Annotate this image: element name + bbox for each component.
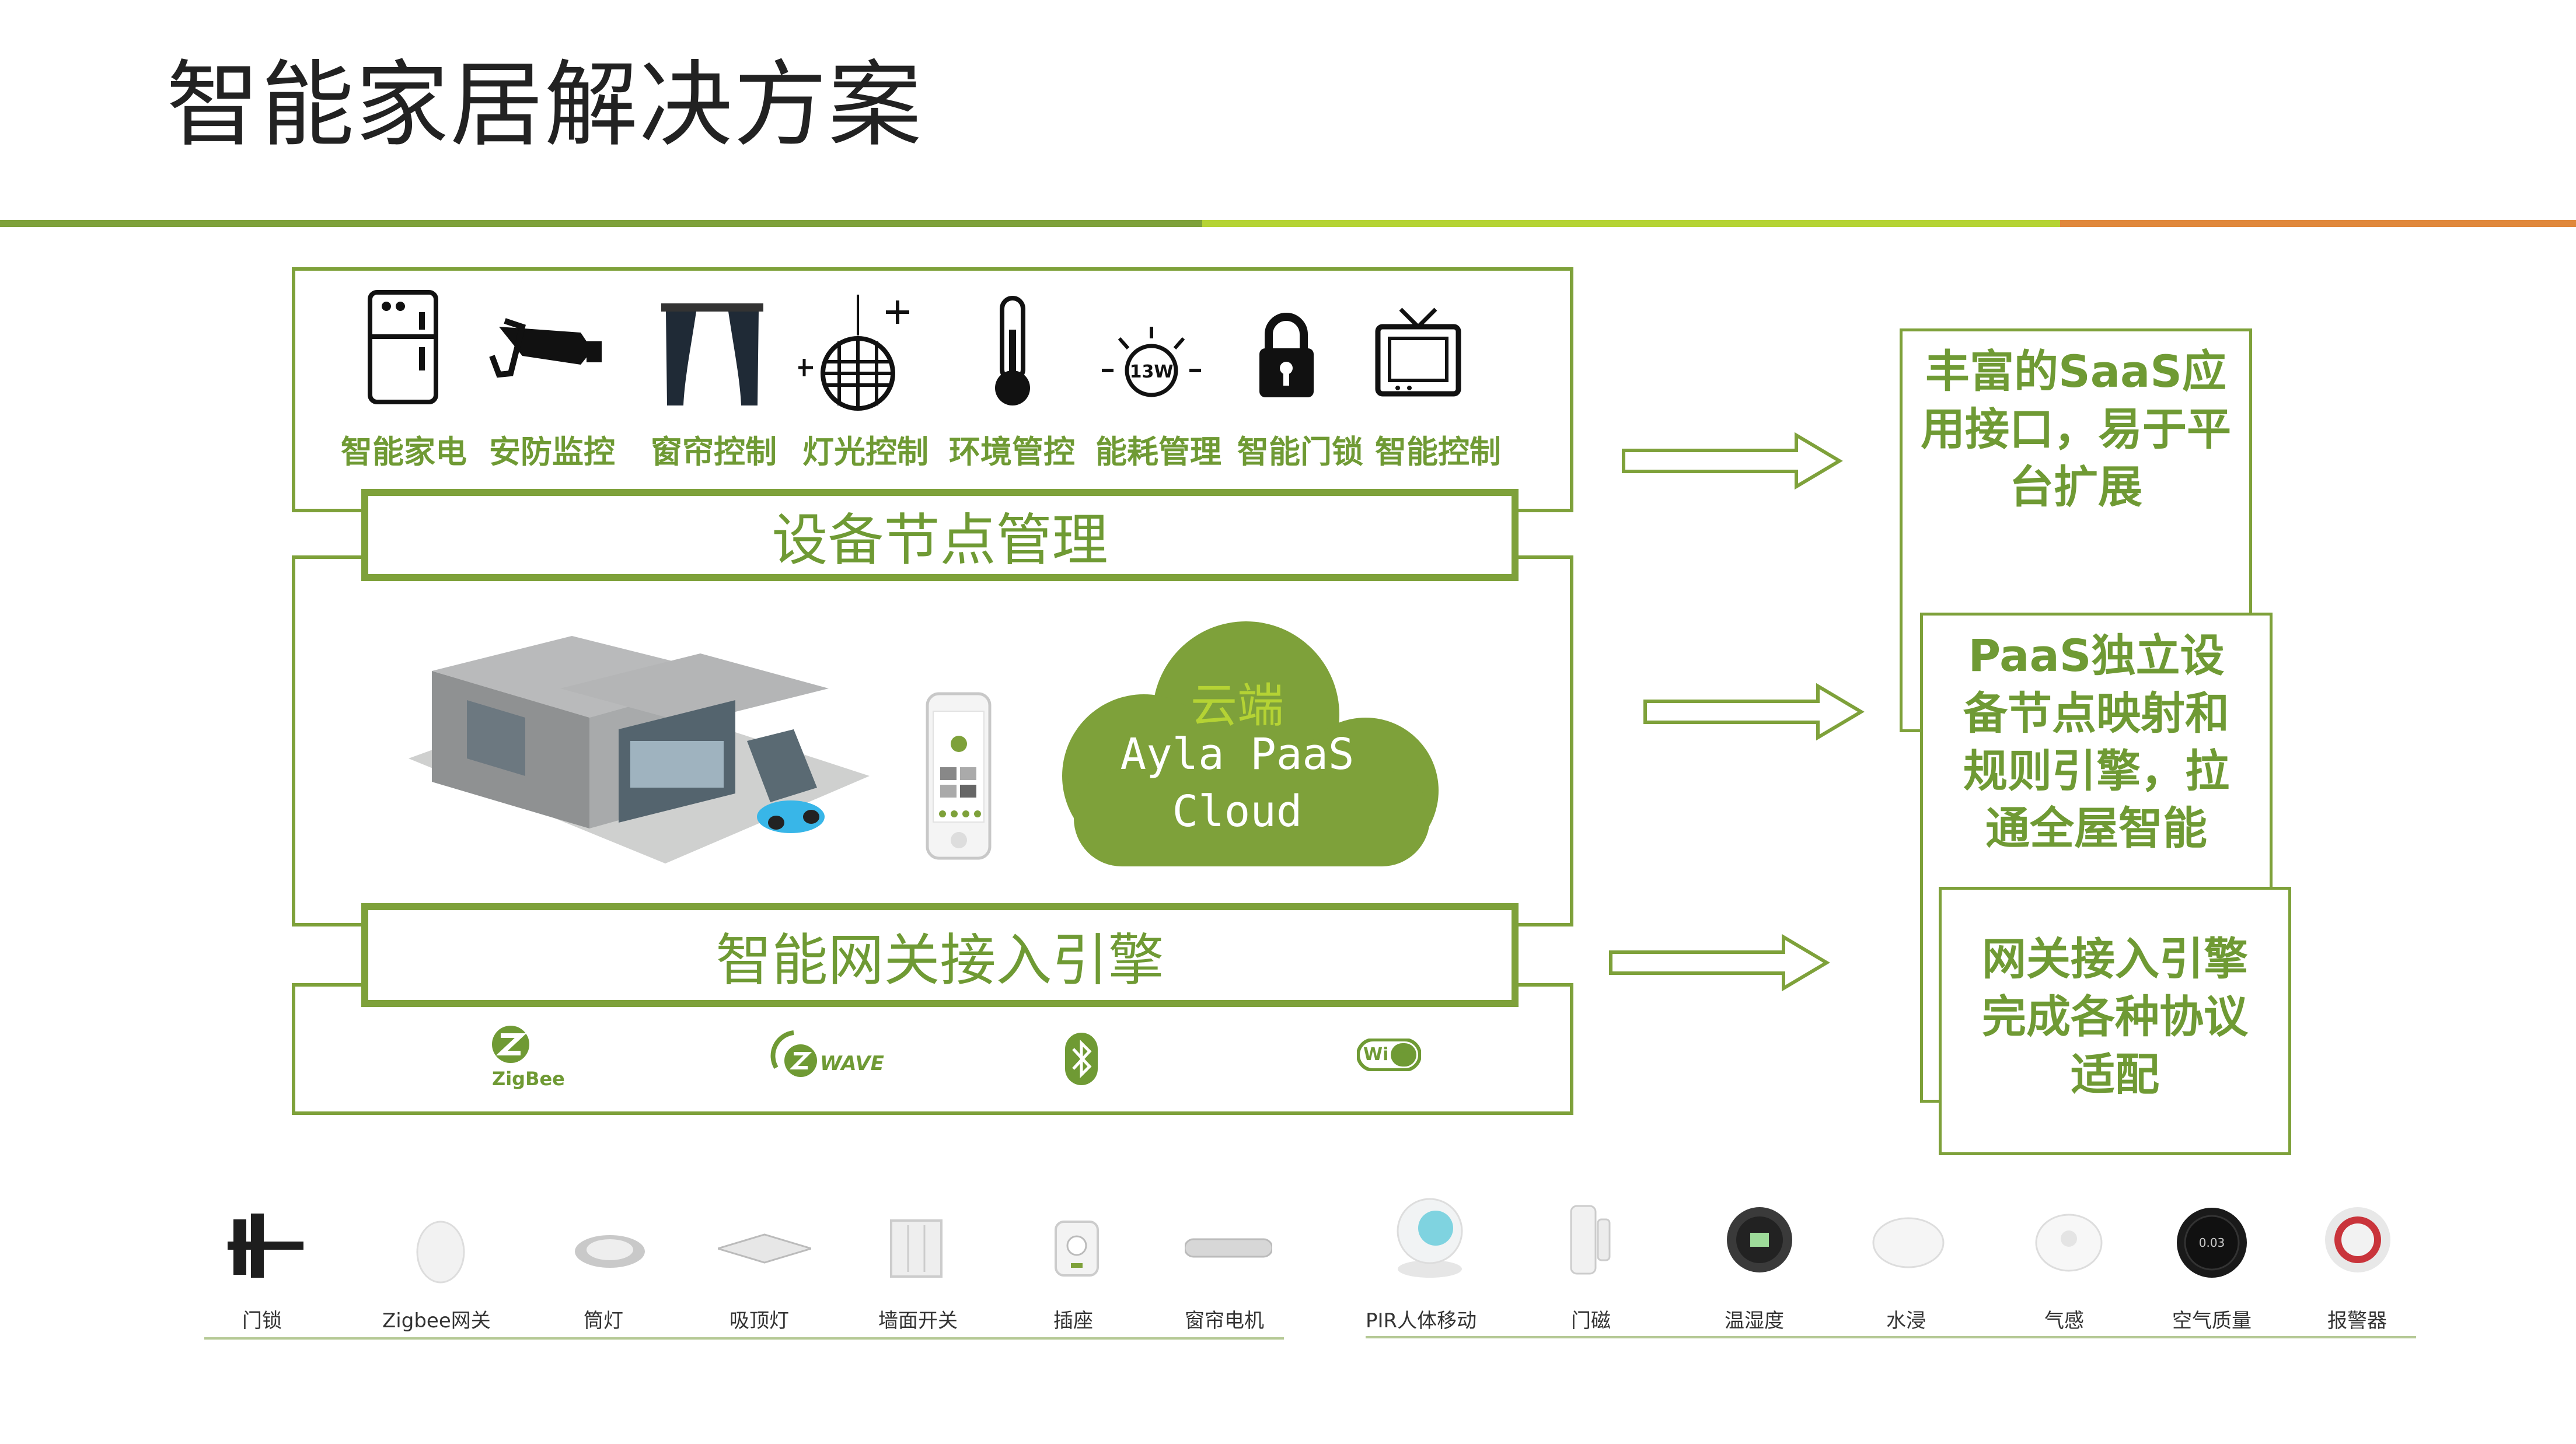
product-label-door-lock: 门锁: [242, 1309, 282, 1333]
product-strip-right: 0.03 PIR人体移动 门磁 温湿度 水浸 气感 空气质量 报警器: [1366, 1161, 2416, 1365]
zigbee-logo-icon: [490, 1024, 531, 1065]
product-label-water-sensor: 水浸: [1886, 1309, 1926, 1333]
divider-green: [0, 220, 1202, 227]
arrow-right-middle: [1643, 683, 1865, 741]
bulb-wattage: 13W: [1130, 362, 1174, 382]
device-label-lock: 智能门锁: [1237, 433, 1363, 470]
zwave-logo-text: WAVE: [820, 1052, 884, 1075]
downlight-icon: [572, 1225, 648, 1272]
wall-switch-icon: [890, 1219, 943, 1278]
wifi-logo-icon: [1357, 1039, 1421, 1071]
product-label-temp-humidity: 温湿度: [1725, 1309, 1784, 1333]
product-label-pir: PIR人体移动: [1366, 1309, 1477, 1333]
thermometer-icon: [989, 295, 1036, 408]
product-label-door-sensor: 门磁: [1571, 1309, 1611, 1333]
device-label-curtain: 窗帘控制: [651, 433, 777, 470]
ceiling-light-icon: [718, 1231, 811, 1266]
bulb-13w-icon: 13W: [1099, 324, 1204, 400]
page-title: 智能家居解决方案: [166, 50, 923, 159]
product-label-wall-switch: 墙面开关: [878, 1309, 958, 1333]
cloud-label: 云端: [1191, 679, 1284, 733]
saas-interface-text: 丰富的SaaS应用接口，易于平台扩展: [1921, 345, 2231, 513]
security-camera-icon: [487, 309, 604, 385]
gateway-adapter-text: 网关接入引擎完成各种协议适配: [1982, 933, 2248, 1100]
device-label-appliance: 智能家电: [341, 433, 467, 470]
cloud-shape: [1050, 613, 1453, 869]
air-quality-readout: 0.03: [2199, 1236, 2225, 1250]
devices-box: [292, 267, 1573, 512]
device-label-security: 安防监控: [489, 433, 615, 470]
pir-sensor-icon: [1389, 1193, 1471, 1281]
device-label-lighting: 灯光控制: [802, 433, 929, 470]
zigbee-gateway-icon: [414, 1214, 467, 1284]
siren-icon: [2323, 1205, 2393, 1281]
product-strip-right-line: [1366, 1336, 2416, 1338]
paas-rules-text: PaaS独立设备节点映射和规则引擎，拉通全屋智能: [1963, 630, 2229, 855]
arrow-right-bottom: [1608, 933, 1830, 992]
divider-orange: [2060, 220, 2576, 227]
refrigerator-icon: [366, 289, 439, 405]
zigbee-logo-text: ZigBee: [492, 1068, 565, 1090]
product-label-socket: 插座: [1053, 1309, 1093, 1333]
product-strip-left: 门锁 Zigbee网关 筒灯 吸顶灯 墙面开关 插座 窗帘电机: [204, 1202, 1284, 1365]
cloud-platform-name: Ayla PaaS: [1120, 729, 1355, 779]
product-label-air-quality: 空气质量: [2172, 1309, 2252, 1333]
air-quality-sensor-icon: 0.03: [2174, 1205, 2250, 1281]
device-label-energy: 能耗管理: [1095, 433, 1221, 470]
product-label-curtain-motor: 窗帘电机: [1185, 1309, 1264, 1333]
device-label-control: 智能控制: [1375, 433, 1501, 470]
node-management-band: 设备节点管理: [361, 489, 1519, 581]
product-label-gas-sensor: 气感: [2044, 1309, 2084, 1333]
tv-icon: [1374, 306, 1462, 400]
device-label-environment: 环境管控: [949, 433, 1075, 470]
curtain-icon: [661, 303, 763, 408]
bluetooth-logo-icon: [1065, 1033, 1098, 1085]
divider-lime: [1202, 220, 2060, 227]
gateway-engine-band: 智能网关接入引擎: [361, 903, 1519, 1007]
arrow-right-top: [1621, 432, 1843, 490]
socket-icon: [1053, 1219, 1100, 1278]
house-illustration: [409, 636, 870, 869]
disco-light-icon: [798, 295, 915, 411]
door-sensor-icon: [1570, 1205, 1611, 1275]
gas-sensor-icon: [2034, 1211, 2104, 1275]
product-label-ceiling-light: 吸顶灯: [729, 1309, 789, 1333]
temp-humidity-sensor-icon: [1725, 1205, 1795, 1275]
padlock-icon: [1256, 312, 1317, 400]
wifi-logo-text: Wi Fi: [1363, 1044, 1413, 1065]
product-label-zigbee-gateway: Zigbee网关: [382, 1309, 491, 1333]
gateway-adapter-box: 网关接入引擎完成各种协议适配: [1939, 887, 2291, 1155]
door-lock-icon: [228, 1214, 303, 1278]
product-label-downlight: 筒灯: [584, 1309, 623, 1333]
cloud-platform-type: Cloud: [1172, 786, 1303, 837]
product-label-siren: 报警器: [2327, 1309, 2387, 1333]
water-sensor-icon: [1870, 1214, 1946, 1272]
product-strip-left-line: [204, 1337, 1284, 1340]
curtain-motor-icon: [1185, 1231, 1272, 1266]
zwave-logo-icon: [770, 1027, 817, 1079]
smartphone-illustration: [925, 691, 992, 861]
